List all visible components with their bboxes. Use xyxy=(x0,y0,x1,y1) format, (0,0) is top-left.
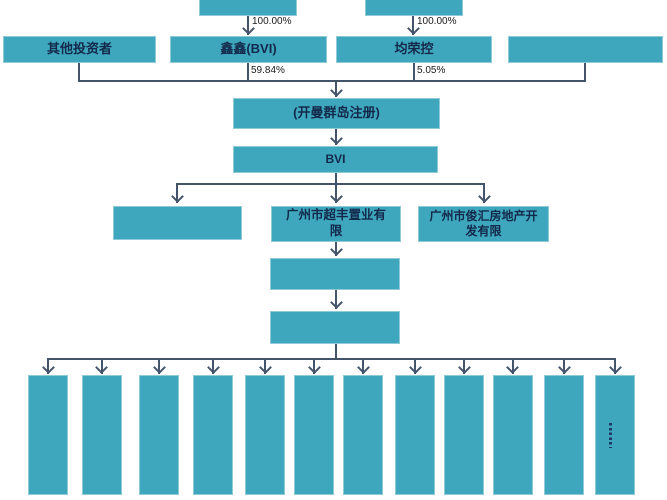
connector-bottom-arrow-8 xyxy=(414,358,416,374)
pct-parent-right: 100.00% xyxy=(417,16,457,27)
subsidiary-junhui-label: 广州市俊汇房地产开发有限 xyxy=(429,209,538,238)
connector-bottom-arrow-2 xyxy=(100,358,103,374)
connector-bottom-arrow-12 xyxy=(614,358,616,374)
connector-bottom-arrow-10 xyxy=(511,358,514,374)
connector-branch-right-arrow xyxy=(483,183,485,203)
connector-parent-right-arrow xyxy=(412,16,414,35)
subsidiary-box-chaofeng: 广州市超丰置业有限 xyxy=(271,206,401,242)
bottom-subsidiary-box-8 xyxy=(395,375,435,495)
connector-into-cayman-arrow xyxy=(335,80,337,97)
subsidiary-box-unlabeled xyxy=(113,206,242,240)
connector-bottom-arrow-7 xyxy=(362,358,364,374)
connector-branch-mid-arrow xyxy=(335,183,337,203)
connector-bottom-arrow-5 xyxy=(264,358,266,374)
shareholder-box-junrong: 均荣控 xyxy=(336,36,492,63)
connector-bottom-arrow-9 xyxy=(463,358,465,374)
shareholder-box-other-investors: 其他投资者 xyxy=(3,36,156,63)
connector-bvi-stub xyxy=(335,173,337,183)
connector-bottom-arrow-6 xyxy=(313,358,315,374)
connector-parent-left-arrow xyxy=(247,16,249,35)
connector-drop-1 xyxy=(78,63,80,80)
parent-box-left xyxy=(199,0,297,16)
connector-bus-shareholders xyxy=(78,80,586,82)
bottom-subsidiary-box-2 xyxy=(81,375,122,495)
bottom-subsidiary-box-4 xyxy=(193,375,233,495)
connector-bottom-arrow-4 xyxy=(212,358,214,374)
bvi-box: BVI xyxy=(233,146,438,173)
parent-box-right xyxy=(365,0,463,16)
connector-into-bvi-arrow xyxy=(335,129,337,145)
connector-into-mid2-arrow xyxy=(335,290,337,309)
pct-parent-left: 100.00% xyxy=(252,16,292,27)
bottom-subsidiary-box-3 xyxy=(139,375,179,495)
pct-junrong: 5.05% xyxy=(417,65,446,76)
shareholder-box-unlabeled xyxy=(508,36,663,63)
bottom-subsidiary-box-12 xyxy=(595,375,635,495)
bottom-subsidiary-box-1 xyxy=(28,375,68,495)
bottom-subsidiary-box-6 xyxy=(294,375,334,495)
bottom-subsidiary-box-9 xyxy=(444,375,484,495)
connector-into-mid1-arrow xyxy=(335,242,337,256)
cayman-box: (开曼群岛注册) xyxy=(233,98,440,129)
connector-bus-bottom xyxy=(47,358,616,360)
connector-bottom-arrow-1 xyxy=(47,358,49,374)
pct-xinxin: 59.84% xyxy=(251,65,285,76)
bottom-subsidiary-box-7 xyxy=(343,375,383,495)
bottom-subsidiary-box-10 xyxy=(492,375,533,495)
connector-branch-left-arrow xyxy=(176,183,178,203)
more-subsidiaries-ellipsis-icon xyxy=(609,423,612,448)
connector-drop-4 xyxy=(584,63,586,80)
connector-drop-2 xyxy=(247,63,249,80)
bottom-subsidiary-box-5 xyxy=(245,375,285,495)
connector-bottom-arrow-3 xyxy=(158,358,160,374)
intermediate-box-1 xyxy=(270,258,400,290)
intermediate-box-2 xyxy=(270,311,400,344)
shareholder-box-xinxin-bvi: 鑫鑫(BVI) xyxy=(170,36,327,63)
bottom-subsidiary-box-11 xyxy=(544,375,584,495)
connector-mid2-stub xyxy=(335,344,337,358)
connector-bottom-arrow-11 xyxy=(563,358,565,374)
connector-branch-bar xyxy=(176,183,485,185)
subsidiary-box-junhui: 广州市俊汇房地产开发有限 xyxy=(418,206,549,242)
connector-drop-3 xyxy=(413,63,415,80)
subsidiary-chaofeng-label: 广州市超丰置业有限 xyxy=(285,208,386,238)
